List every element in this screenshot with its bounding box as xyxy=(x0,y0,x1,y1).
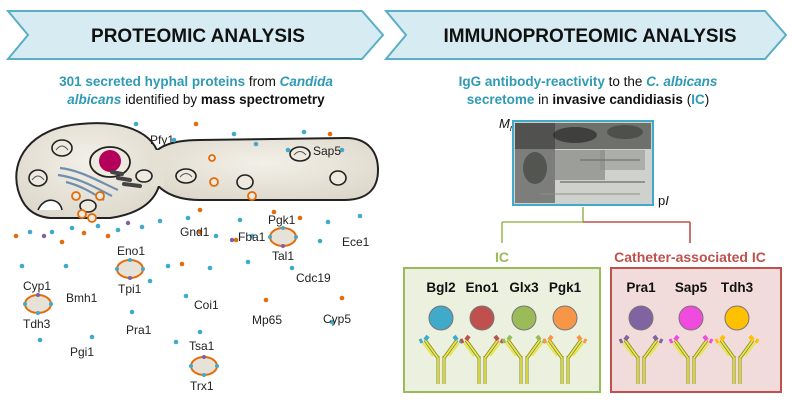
antigen-label-eno1: Eno1 xyxy=(465,280,498,295)
label-pra1: Pra1 xyxy=(126,323,152,337)
label-cyp1: Cyp1 xyxy=(23,279,51,293)
svg-text:IgG antibody-reactivity to the: IgG antibody-reactivity to the C. albica… xyxy=(459,74,718,89)
subtitle-igg: IgG antibody-reactivity xyxy=(459,74,606,89)
subtitle-species-2: albicans xyxy=(67,92,122,107)
subtitle-text: from xyxy=(245,74,280,89)
catheter-antigen-box: Pra1 Sap5 Tdh3 xyxy=(610,267,782,393)
antibody-pra1 xyxy=(618,334,664,384)
antibody-pgk1 xyxy=(542,334,588,384)
antibody-tdh3 xyxy=(714,334,760,384)
label-tal1: Tal1 xyxy=(272,249,294,263)
antigen-circle-glx3 xyxy=(511,305,537,331)
antigen-label-sap5: Sap5 xyxy=(675,280,708,295)
gel-pi-label: pI xyxy=(658,193,669,208)
antigen-label-bgl2: Bgl2 xyxy=(426,280,455,295)
secreted-dots-purple xyxy=(41,220,235,243)
label-gnd1: Gnd1 xyxy=(180,225,210,239)
label-pgi1: Pgi1 xyxy=(70,345,94,359)
antigen-circle-tdh3 xyxy=(724,305,750,331)
subtitle-text-4: in xyxy=(534,92,552,107)
antigen-circle-sap5 xyxy=(678,305,704,331)
subtitle-species: Candida xyxy=(280,74,334,89)
protein-labels: Pfy1 Sap5 Pgk1 Gnd1 Fba1 Tal1 Ece1 Eno1 … xyxy=(23,133,370,393)
antigen-label-pra1: Pra1 xyxy=(626,280,656,295)
hypha-body xyxy=(148,136,380,201)
antibody-glx3 xyxy=(501,334,547,384)
label-fba1: Fba1 xyxy=(238,230,266,244)
antigen-label-pgk1: Pgk1 xyxy=(549,280,582,295)
svg-text:secretome in invasive candidia: secretome in invasive candidiasis (IC) xyxy=(467,92,709,107)
ic-antigen-box: Bgl2 Eno1 Glx3 Pgk1 xyxy=(403,267,601,393)
nucleolus xyxy=(99,150,121,172)
ic-group-label: IC xyxy=(495,249,509,265)
left-banner-title: PROTEOMIC ANALYSIS xyxy=(91,26,305,47)
right-subtitle: IgG antibody-reactivity to the C. albica… xyxy=(459,74,718,107)
2d-gel: Mr pI xyxy=(499,116,669,208)
label-pgk1: Pgk1 xyxy=(268,213,296,227)
label-tdh3: Tdh3 xyxy=(23,317,51,331)
label-tsa1: Tsa1 xyxy=(189,339,215,353)
subtitle-text-2: identified by xyxy=(121,92,201,107)
right-banner: IMMUNOPROTEOMIC ANALYSIS xyxy=(383,10,788,60)
antigen-circle-pra1 xyxy=(628,305,654,331)
label-cyp5: Cyp5 xyxy=(323,312,351,326)
antigen-glx3: Glx3 xyxy=(501,280,547,384)
svg-text:301 secreted hyphal proteins f: 301 secreted hyphal proteins from Candid… xyxy=(59,74,333,89)
antigen-circle-pgk1 xyxy=(552,305,578,331)
label-sap5: Sap5 xyxy=(313,144,341,158)
hyphal-cell xyxy=(15,122,380,223)
subtitle-count: 301 secreted hyphal proteins xyxy=(59,74,245,89)
cytoskeleton xyxy=(110,170,142,188)
secreted-dots-orange xyxy=(13,121,345,303)
antigen-circle-eno1 xyxy=(469,305,495,331)
label-coi1: Coi1 xyxy=(194,298,219,312)
antigen-pgk1: Pgk1 xyxy=(542,280,588,384)
antigen-label-tdh3: Tdh3 xyxy=(721,280,754,295)
label-trx1: Trx1 xyxy=(190,379,214,393)
subtitle-text-3: to the xyxy=(605,74,646,89)
secretory-vesicles xyxy=(71,154,257,223)
label-eno1: Eno1 xyxy=(117,244,145,258)
left-subtitle: 301 secreted hyphal proteins from Candid… xyxy=(59,74,333,107)
label-pfy1: Pfy1 xyxy=(150,133,174,147)
left-banner: PROTEOMIC ANALYSIS xyxy=(5,10,385,60)
gel-mr-label: Mr xyxy=(499,116,514,133)
subtitle-calbicans: C. albicans xyxy=(646,74,718,89)
antibody-eno1 xyxy=(459,334,505,384)
antigen-tdh3: Tdh3 xyxy=(714,280,760,384)
antigen-label-glx3: Glx3 xyxy=(509,280,539,295)
label-mp65: Mp65 xyxy=(252,313,282,327)
label-ece1: Ece1 xyxy=(342,235,370,249)
catheter-group-label: Catheter-associated IC xyxy=(614,249,766,265)
label-bmh1: Bmh1 xyxy=(66,291,98,305)
subtitle-paren-close: ) xyxy=(705,92,710,107)
label-cdc19: Cdc19 xyxy=(296,271,331,285)
subtitle-disease: invasive candidiasis xyxy=(552,92,683,107)
exocytosis-pocket xyxy=(37,199,63,211)
subtitle-method: mass spectrometry xyxy=(201,92,325,107)
antigen-sap5: Sap5 xyxy=(668,280,714,384)
svg-text:albicans identified by mass sp: albicans identified by mass spectrometry xyxy=(67,92,325,107)
antigen-eno1: Eno1 xyxy=(459,280,505,384)
antigen-circle-bgl2 xyxy=(428,305,454,331)
branch-connector xyxy=(501,207,691,243)
antibody-sap5 xyxy=(668,334,714,384)
subtitle-paren-open: ( xyxy=(683,92,692,107)
vacuoles xyxy=(28,139,347,213)
secreted-dots-blue xyxy=(19,121,363,345)
right-banner-title: IMMUNOPROTEOMIC ANALYSIS xyxy=(443,26,736,47)
label-tpi1: Tpi1 xyxy=(118,282,142,296)
antigen-pra1: Pra1 xyxy=(618,280,664,384)
subtitle-secretome: secretome xyxy=(467,92,535,107)
subtitle-ic: IC xyxy=(691,92,705,107)
